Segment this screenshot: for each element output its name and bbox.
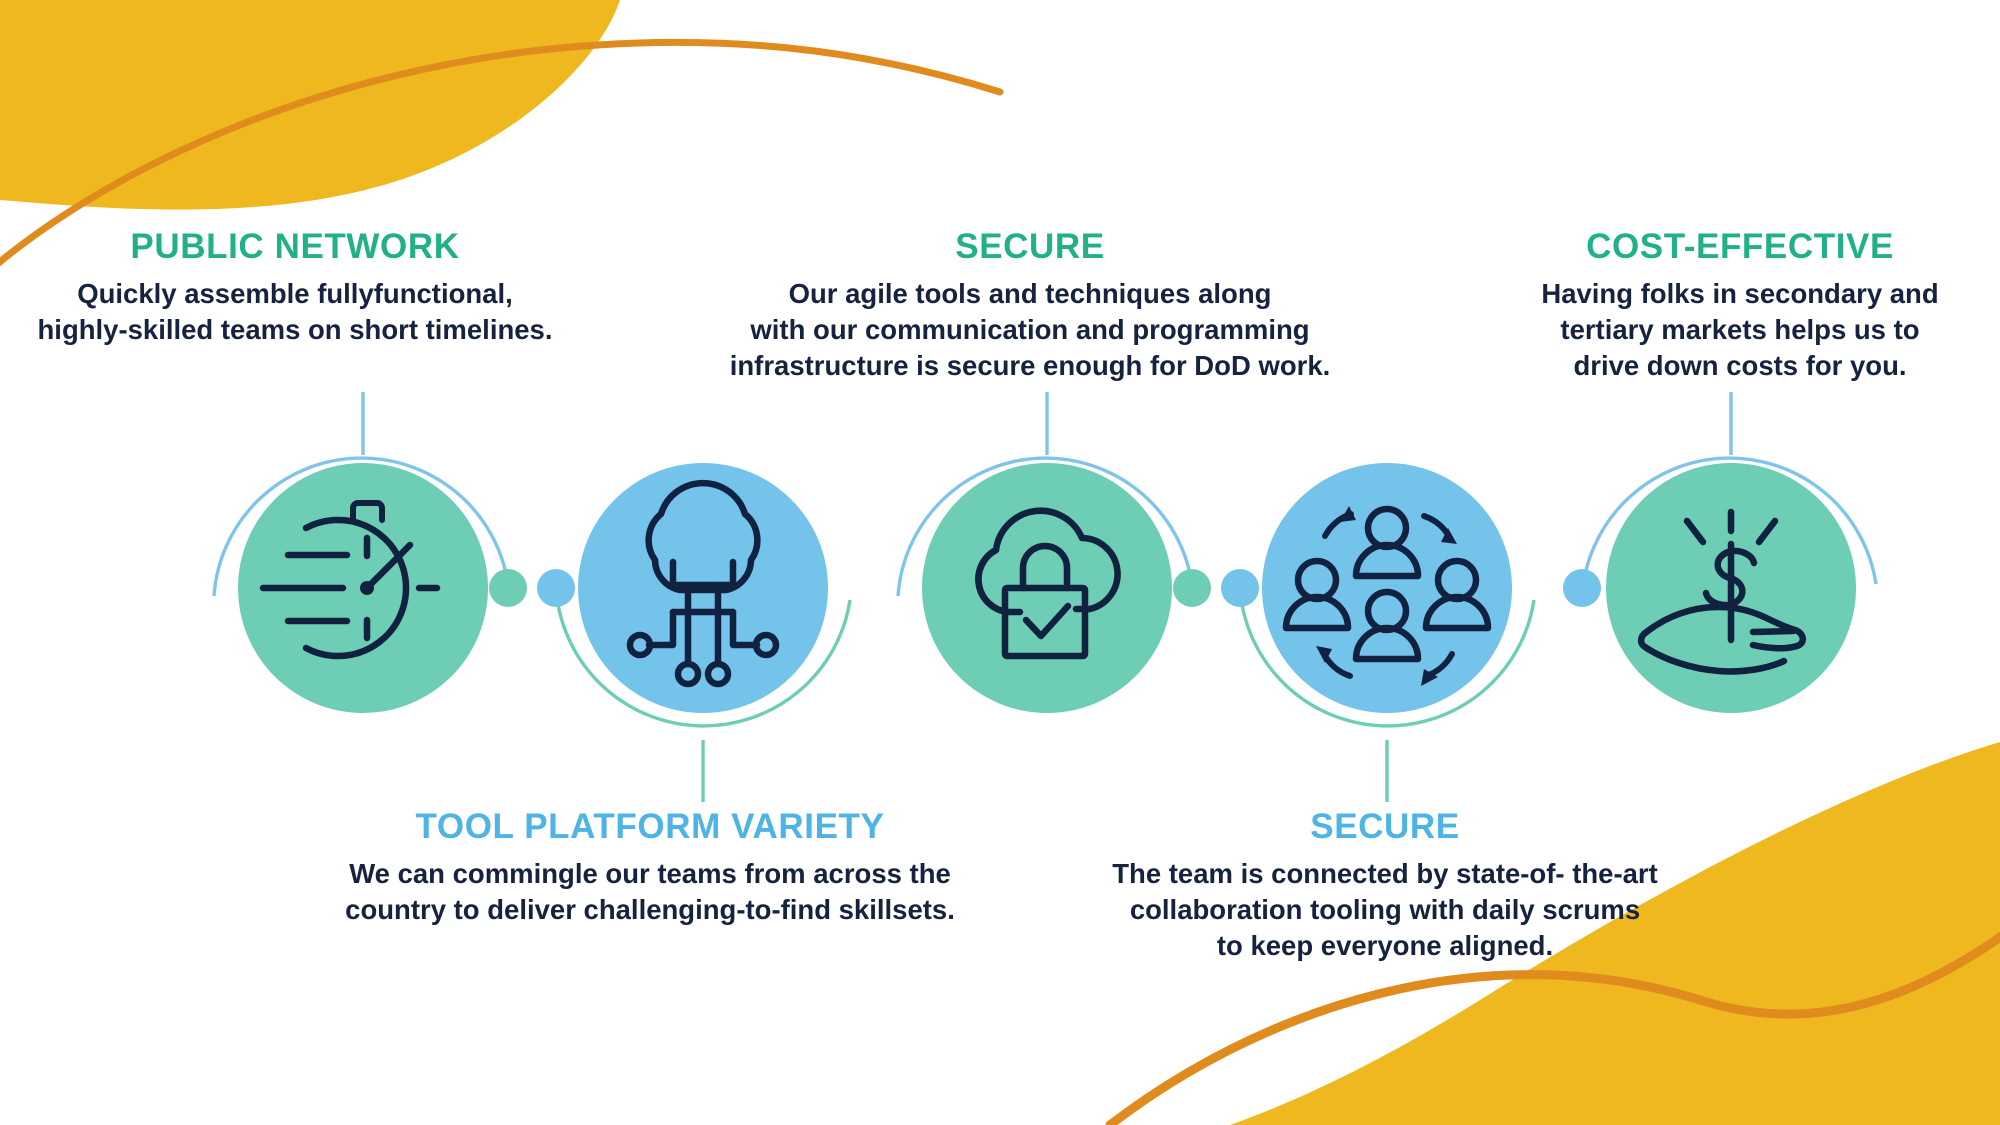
body-line: highly-skilled teams on short timelines. (37, 313, 553, 345)
arc-group-node-5 (1563, 392, 1878, 607)
body-line: The team is connected by state-of- the-a… (1112, 857, 1658, 889)
body-line: country to deliver challenging-to-find s… (345, 893, 955, 925)
step-text-tool-platform-variety: TOOL PLATFORM VARIETY We can commingle o… (280, 807, 1020, 929)
body-line: with our communication and programming (750, 313, 1310, 345)
arc-node-3 (896, 456, 1194, 597)
arc-group-node-1 (212, 392, 527, 607)
body-cost-effective: Having folks in secondary and tertiary m… (1455, 276, 2000, 385)
heading-secure-top: SECURE (955, 227, 1105, 266)
heading-public-network: PUBLIC NETWORK (130, 227, 460, 266)
hand-dollar-icon (1637, 508, 1806, 675)
step-text-secure-bottom: SECURE The team is connected by state-of… (1075, 807, 1695, 965)
body-tool-platform-variety: We can commingle our teams from across t… (280, 856, 1020, 929)
arc-group-node-4 (1221, 569, 1536, 802)
cloud-network-icon (626, 479, 780, 688)
body-line: infrastructure is secure enough for DoD … (729, 350, 1331, 382)
step-text-secure-top: SECURE Our agile tools and techniques al… (700, 227, 1360, 385)
body-line: Having folks in secondary and (1541, 277, 1939, 309)
arc-start-dot-node-2 (537, 569, 575, 607)
arc-endpoint-dot-node-1 (489, 569, 527, 607)
body-line: We can commingle our teams from across t… (349, 857, 951, 889)
arc-group-node-3 (896, 392, 1211, 607)
body-line: Our agile tools and techniques along (788, 277, 1272, 309)
arc-node-4 (1238, 587, 1536, 728)
body-line: tertiary markets helps us to (1560, 313, 1920, 345)
heading-cost-effective: COST-EFFECTIVE (1586, 227, 1894, 266)
body-secure-top: Our agile tools and techniques along wit… (700, 276, 1360, 385)
body-secure-bottom: The team is connected by state-of- the-a… (1075, 856, 1695, 965)
arc-start-dot-node-4 (1221, 569, 1259, 607)
stopwatch-speed-icon (259, 500, 441, 660)
body-line: drive down costs for you. (1573, 350, 1907, 382)
heading-tool-platform-variety: TOOL PLATFORM VARIETY (415, 807, 885, 846)
arc-node-2 (554, 587, 852, 728)
body-public-network: Quickly assemble fullyfunctional, highly… (30, 276, 560, 349)
body-line: Quickly assemble fullyfunctional, (77, 277, 513, 309)
step-text-public-network: PUBLIC NETWORK Quickly assemble fullyfun… (30, 227, 560, 349)
team-collaboration-icon (1282, 505, 1492, 686)
step-text-cost-effective: COST-EFFECTIVE Having folks in secondary… (1455, 227, 2000, 385)
arc-endpoint-dot-node-5 (1563, 569, 1601, 607)
arc-node-1 (212, 456, 510, 597)
heading-secure-bottom: SECURE (1310, 807, 1460, 846)
arc-node-5 (1580, 456, 1878, 597)
cloud-lock-icon (975, 507, 1121, 660)
arc-endpoint-dot-node-3 (1173, 569, 1211, 607)
body-line: collaboration tooling with daily scrums (1129, 893, 1641, 925)
body-line: to keep everyone aligned. (1216, 930, 1554, 962)
arc-group-node-2 (537, 569, 852, 802)
